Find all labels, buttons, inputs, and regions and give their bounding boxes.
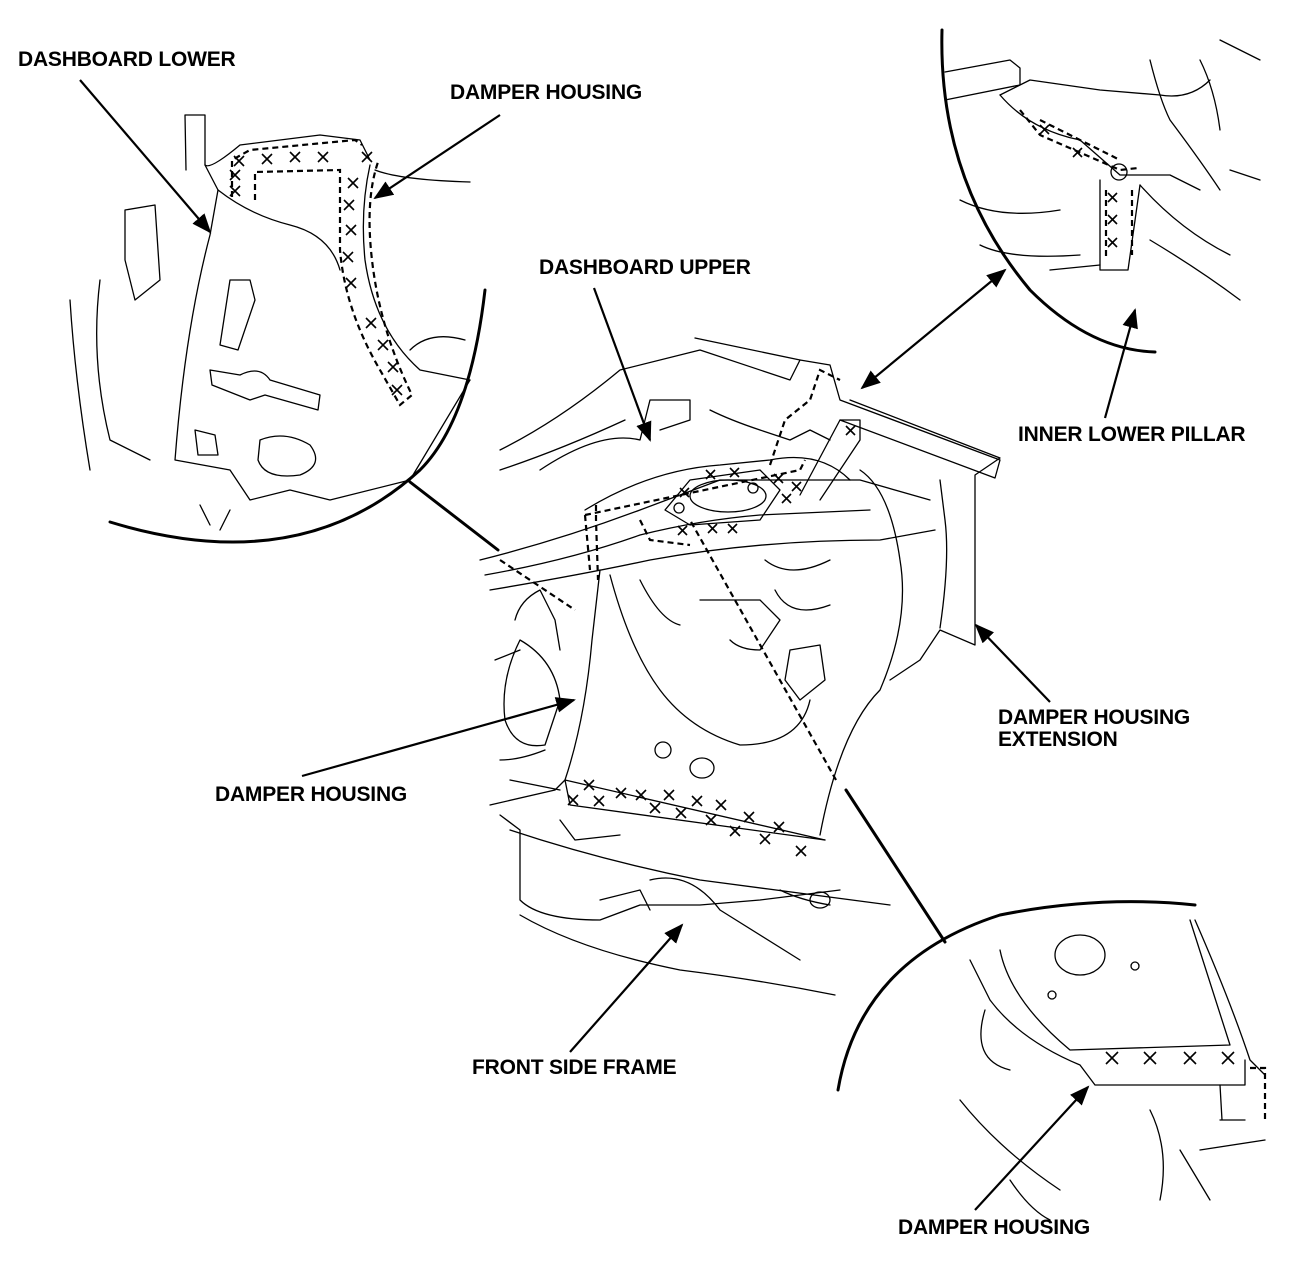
detail-connectors: [408, 268, 1007, 944]
leader-arrows: [79, 79, 1138, 1211]
arrow-dashboard-lower: [79, 79, 212, 234]
detail-view-bottom-right: [836, 900, 1267, 1221]
arrow-damper-housing-left: [301, 697, 576, 778]
label-damper-housing-extension-line1: DAMPER HOUSING: [998, 706, 1191, 729]
label-damper-housing-extension-line2: EXTENSION: [998, 728, 1118, 751]
detail-view-top-right: [940, 28, 1261, 354]
arrow-dashboard-upper: [592, 287, 652, 442]
label-dashboard-upper: DASHBOARD UPPER: [539, 256, 751, 279]
label-dashboard-lower: DASHBOARD LOWER: [18, 48, 236, 71]
arrow-damper-housing-top: [373, 114, 501, 200]
detail-view-top-left: [69, 114, 487, 544]
arrow-damper-housing-bottom: [974, 1085, 1090, 1211]
label-damper-housing-bottom: DAMPER HOUSING: [898, 1216, 1091, 1239]
weld-marks-main: [567, 425, 856, 857]
label-damper-housing-top: DAMPER HOUSING: [450, 81, 643, 104]
label-inner-lower-pillar: INNER LOWER PILLAR: [1018, 423, 1246, 446]
label-front-side-frame: FRONT SIDE FRAME: [472, 1056, 677, 1079]
arrow-front-side-frame: [569, 923, 684, 1053]
weld-marks-bottom-right: [1105, 1051, 1235, 1065]
weld-marks-top-right: [1039, 124, 1118, 248]
arrow-damper-housing-extension: [974, 623, 1051, 703]
main-assembly: [479, 337, 1001, 996]
label-damper-housing-left: DAMPER HOUSING: [215, 783, 408, 806]
arrow-inner-lower-pillar: [1103, 308, 1138, 419]
weld-marks-top-left: [229, 151, 403, 396]
